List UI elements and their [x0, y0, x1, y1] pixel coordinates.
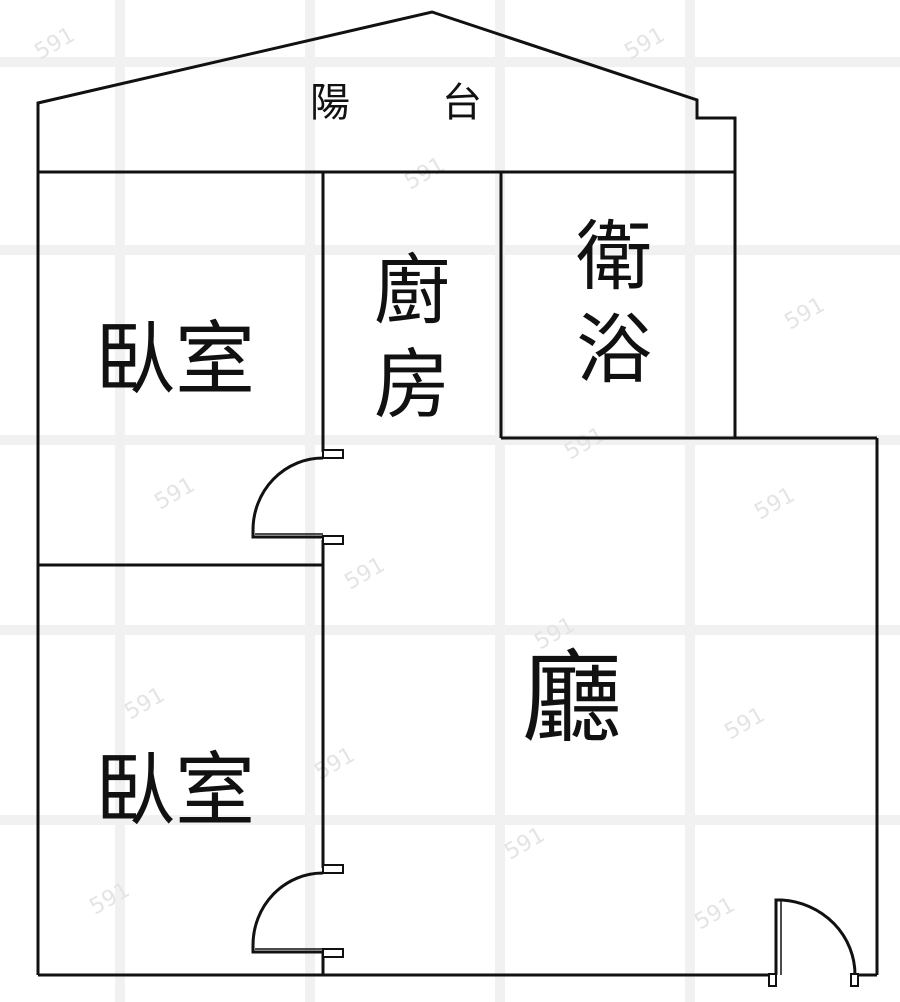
- svg-text:591: 591: [561, 423, 610, 466]
- living-room-label: 廳: [522, 639, 622, 756]
- door-bedroom-bottom: [251, 864, 344, 958]
- bedroom-bottom-label: 臥室: [95, 744, 255, 837]
- balcony-label-1: 陽: [310, 80, 350, 126]
- balcony-label-2: 台: [442, 80, 482, 126]
- svg-text:591: 591: [501, 823, 550, 866]
- svg-text:591: 591: [751, 483, 800, 526]
- svg-text:591: 591: [781, 293, 830, 336]
- bathroom-label-1: 衛: [576, 212, 652, 301]
- bathroom-label-2: 浴: [576, 305, 652, 394]
- kitchen-label-2: 房: [374, 340, 450, 429]
- door-bedroom-top: [251, 449, 344, 545]
- kitchen-label-1: 廚: [374, 246, 450, 335]
- bedroom-top-label: 臥室: [95, 313, 255, 406]
- svg-text:591: 591: [121, 683, 170, 726]
- room-labels: 陽 台 臥室 廚 房 衛 浴 廳 臥室: [95, 80, 652, 837]
- door-entrance: [768, 898, 859, 987]
- svg-text:591: 591: [691, 893, 740, 936]
- svg-text:591: 591: [721, 703, 770, 746]
- svg-text:591: 591: [86, 878, 135, 921]
- svg-text:591: 591: [311, 743, 360, 786]
- svg-text:591: 591: [151, 473, 200, 516]
- walls: [36, 10, 879, 977]
- svg-text:591: 591: [401, 153, 450, 196]
- svg-text:591: 591: [341, 553, 390, 596]
